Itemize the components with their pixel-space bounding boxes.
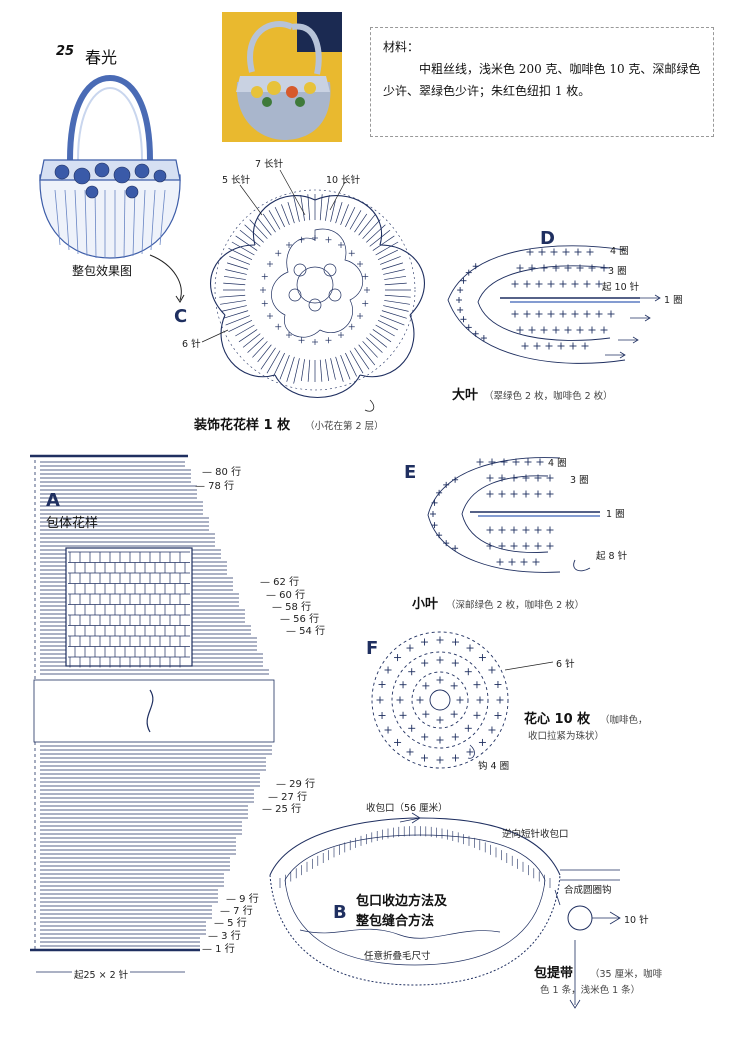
body-row-label-bottom-4: — 7 行 xyxy=(220,906,253,917)
flower-label-seven-dc: 7 长针 xyxy=(255,159,284,170)
flower-center-caption: 花心 10 枚 xyxy=(524,712,591,727)
flower-label-six-st: 6 针 xyxy=(182,339,201,350)
body-row-label-bottom-3: — 9 行 xyxy=(226,894,259,905)
body-caption: 包体花样 xyxy=(46,516,99,531)
flower-caption-note: （小花在第 2 层） xyxy=(305,421,384,432)
preview-arrow xyxy=(149,254,182,301)
body-row-label-bottom-2: — 25 行 xyxy=(262,804,302,815)
big-leaf-round-1: 1 圈 xyxy=(664,295,683,306)
small-leaf-round-3: 3 圈 xyxy=(570,475,589,486)
assembly-handle-note-2: 色 1 条，浅米色 1 条） xyxy=(540,985,641,996)
assembly-reverse-label: 逆向短针收包口 xyxy=(502,829,569,840)
body-row-label-top-1: — 78 行 xyxy=(195,481,235,492)
flower-center-round: 钩 4 圈 xyxy=(478,761,510,772)
big-leaf-start: 起 10 针 xyxy=(602,282,640,293)
assembly-caption-1: 包口收边方法及 xyxy=(356,894,448,909)
bag-photo xyxy=(222,12,342,142)
big-leaf-caption-note: （翠绿色 2 枚，咖啡色 2 枚） xyxy=(484,391,613,402)
small-leaf-letter: E xyxy=(404,462,417,483)
assembly-caption-2: 整包缝合方法 xyxy=(356,914,435,929)
bag-preview-sketch xyxy=(39,74,181,259)
assembly-letter: B xyxy=(333,902,347,923)
body-row-label-bottom-6: — 3 行 xyxy=(208,931,241,942)
body-row-label-bottom-7: — 1 行 xyxy=(202,944,235,955)
assembly-top-label: 收包口（56 厘米） xyxy=(366,803,448,814)
body-row-label-top-5: — 56 行 xyxy=(280,614,320,625)
body-row-label-top-4: — 58 行 xyxy=(272,602,312,613)
small-leaf-chart-e xyxy=(427,457,600,573)
body-row-label-bottom-0: — 29 行 xyxy=(276,779,316,790)
bag-assembly-chart-b xyxy=(269,812,621,1009)
pattern-number: 25 xyxy=(56,44,75,59)
big-leaf-chart-d xyxy=(447,245,661,364)
small-leaf-caption: 小叶 xyxy=(412,597,439,612)
small-leaf-caption-note: （深邮绿色 2 枚，咖啡色 2 枚） xyxy=(446,600,585,611)
big-leaf-round-4: 4 圈 xyxy=(610,246,629,257)
small-leaf-start: 起 8 针 xyxy=(596,551,628,562)
body-row-label-top-3: — 60 行 xyxy=(266,590,306,601)
materials-box: 材料： 中粗丝线，浅米色 200 克、咖啡色 10 克、深邮绿色少许、翠绿色少许… xyxy=(370,27,714,137)
flower-caption: 装饰花花样 1 枚 xyxy=(194,418,291,433)
big-leaf-letter: D xyxy=(540,228,555,249)
flower-letter: C xyxy=(174,306,188,327)
big-leaf-round-3: 3 圈 xyxy=(608,266,627,277)
materials-heading: 材料： xyxy=(383,40,420,54)
bag-preview-label: 整包效果图 xyxy=(72,264,133,278)
body-row-label-top-2: — 62 行 xyxy=(260,577,300,588)
flower-chart-c xyxy=(210,189,425,399)
small-leaf-round-4: 4 圈 xyxy=(548,458,567,469)
body-row-label-top-6: — 54 行 xyxy=(286,626,326,637)
flower-center-note-2: 收口拉紧为珠状） xyxy=(528,731,605,742)
assembly-pleat-label: 任意折叠毛尺寸 xyxy=(364,951,431,962)
materials-body: 中粗丝线，浅米色 200 克、咖啡色 10 克、深邮绿色少许、翠绿色少许；朱红色… xyxy=(383,62,701,98)
body-row-label-bottom-1: — 27 行 xyxy=(268,792,308,803)
flower-label-five-dc: 5 长针 xyxy=(222,175,251,186)
assembly-handle-label: 包提带 xyxy=(534,966,574,981)
flower-label-ten-dc: 10 长针 xyxy=(326,175,361,186)
flower-center-six: 6 针 xyxy=(556,659,575,670)
body-row-label-bottom-5: — 5 行 xyxy=(214,918,247,929)
body-row-label-top-0: — 80 行 xyxy=(202,467,242,478)
assembly-handle-note-1: （35 厘米，咖啡 xyxy=(590,969,663,980)
flower-center-chart-f xyxy=(371,631,509,769)
body-pattern-chart-a xyxy=(30,454,275,973)
assembly-ten-st: 10 针 xyxy=(624,915,649,926)
assembly-ring-label: 合成圆圈钩 xyxy=(564,885,612,896)
body-letter: A xyxy=(46,490,60,511)
flower-center-note-1: （咖啡色， xyxy=(600,715,648,726)
big-leaf-caption: 大叶 xyxy=(452,388,479,403)
small-leaf-round-1: 1 圈 xyxy=(606,509,625,520)
flower-center-letter: F xyxy=(366,638,379,659)
pattern-title: 春光 xyxy=(85,48,118,67)
body-start-label: 起25 × 2 针 xyxy=(72,967,131,981)
